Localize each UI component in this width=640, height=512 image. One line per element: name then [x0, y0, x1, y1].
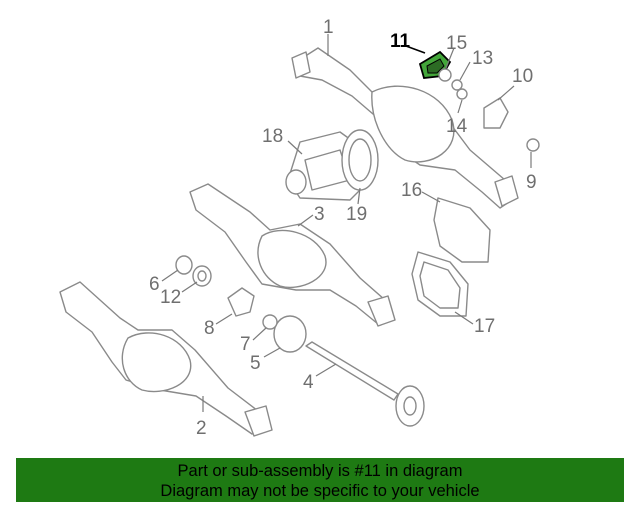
callout-14: 14	[446, 116, 468, 137]
part-14-seal	[456, 88, 468, 100]
info-banner: Part or sub-assembly is #11 in diagram D…	[16, 458, 624, 502]
part-6-seal	[175, 255, 193, 275]
callout-10: 10	[512, 66, 533, 87]
callout-19: 19	[346, 204, 367, 225]
callout-12: 12	[160, 287, 181, 308]
callout-11: 11	[390, 31, 411, 52]
part-3-axle-housing	[189, 183, 396, 327]
part-5-gasket	[273, 315, 307, 353]
callout-3: 3	[314, 204, 325, 225]
part-19-gasket	[341, 129, 379, 191]
callout-4: 4	[303, 372, 314, 393]
callout-8: 8	[204, 318, 215, 339]
leader-lines	[161, 34, 532, 412]
part-2-axle-housing-lower	[59, 281, 273, 437]
callout-2: 2	[196, 418, 207, 439]
callout-7: 7	[240, 334, 251, 355]
callout-18: 18	[262, 126, 283, 147]
part-8-flange	[227, 287, 255, 317]
part-15-seal	[438, 68, 452, 82]
callout-1: 1	[323, 17, 334, 38]
part-7-seal	[262, 314, 278, 330]
part-9-washer	[526, 138, 540, 152]
part-10-plate	[483, 97, 509, 129]
part-4-axle-shaft	[305, 341, 425, 427]
callout-5: 5	[250, 353, 261, 374]
part-1-axle-housing-upper	[291, 47, 519, 209]
callout-17: 17	[474, 316, 495, 337]
callout-15: 15	[446, 33, 467, 54]
part-16-cover	[433, 197, 491, 263]
callout-6: 6	[149, 274, 160, 295]
callout-13: 13	[472, 48, 493, 69]
part-13-seal	[451, 79, 463, 91]
parts-diagram: 1 2 3 4 5 6 7 8 9 10 11 12 13 14 15 16 1…	[59, 17, 540, 439]
banner-line-2: Diagram may not be specific to your vehi…	[160, 482, 480, 500]
callout-9: 9	[526, 172, 537, 193]
callout-16: 16	[401, 180, 422, 201]
banner-line-1: Part or sub-assembly is #11 in diagram	[177, 462, 463, 480]
